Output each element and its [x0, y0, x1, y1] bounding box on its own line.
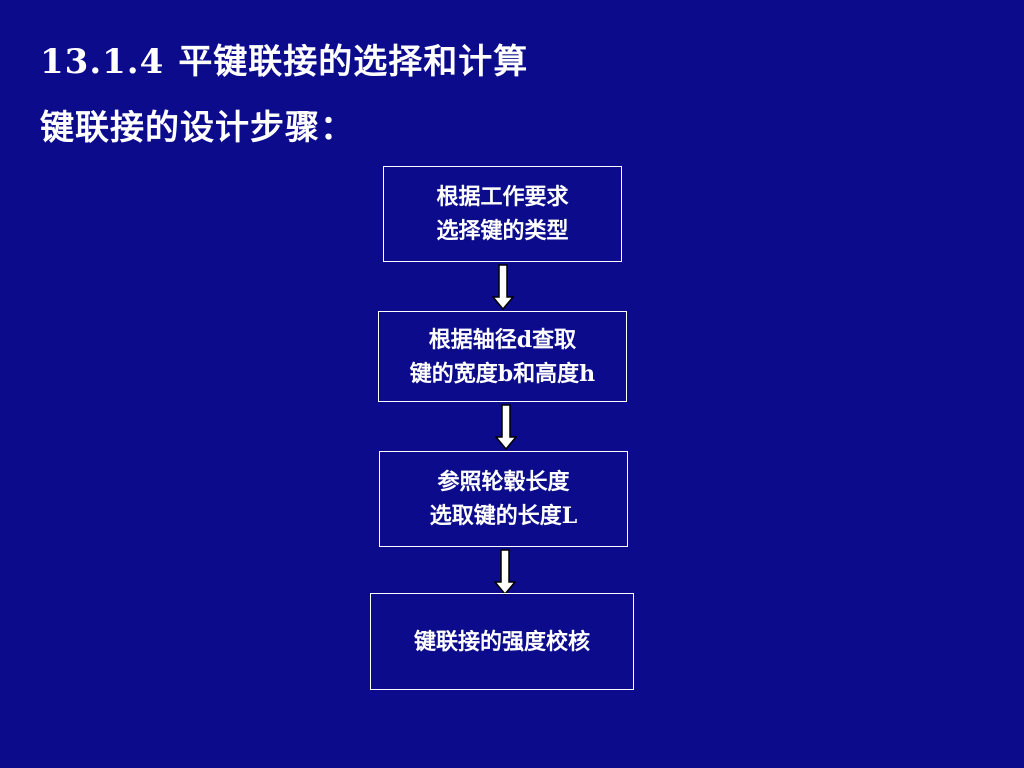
- flow-step-strength-check: 键联接的强度校核: [370, 593, 634, 690]
- down-arrow-icon: [492, 264, 514, 310]
- flow-step-line: 键联接的强度校核: [413, 628, 590, 655]
- flow-step-key-length: 参照轮毂长度 选取键的长度L: [379, 451, 628, 547]
- section-heading: 13.1.4 平键联接的选择和计算: [40, 40, 528, 84]
- flow-step-line: 根据轴径d查取: [428, 326, 577, 353]
- section-number: 13.1.4: [40, 42, 165, 82]
- down-arrow-icon: [495, 404, 517, 450]
- flow-step-line: 选择键的类型: [436, 218, 569, 244]
- section-title: 平键联接的选择和计算: [178, 42, 529, 82]
- subtitle: 键联接的设计步骤：: [40, 108, 355, 148]
- flow-step-line: 选取键的长度L: [429, 503, 578, 529]
- flow-step-select-key-type: 根据工作要求 选择键的类型: [383, 166, 622, 262]
- flow-step-line: 根据工作要求: [436, 184, 569, 210]
- flow-step-line: 键的宽度b和高度h: [409, 360, 596, 387]
- flow-step-line: 参照轮毂长度: [437, 469, 570, 495]
- flow-step-key-dimensions: 根据轴径d查取 键的宽度b和高度h: [378, 311, 627, 402]
- down-arrow-icon: [494, 549, 516, 595]
